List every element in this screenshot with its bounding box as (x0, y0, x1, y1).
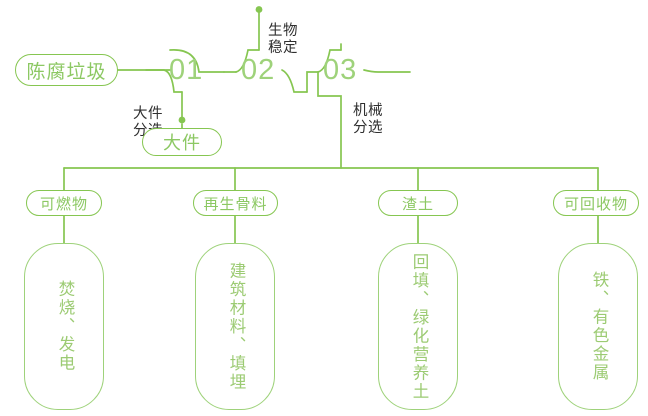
node-dot-bulky (178, 116, 186, 124)
outcome-text-1-label: 焚烧、发电 (55, 280, 74, 373)
outcome-text-3: 回填、绿化营养土 (378, 243, 458, 410)
outcome-text-1: 焚烧、发电 (24, 243, 104, 410)
category-pill-3[interactable]: 渣土 (378, 190, 458, 216)
category-pill-4[interactable]: 可回收物 (553, 190, 639, 216)
stage-number-01-text: 01 (169, 54, 204, 86)
source-node-label: 陈腐垃圾 (26, 61, 107, 83)
category-pill-1-label: 可燃物 (39, 195, 88, 213)
stage-label-bio-stabilization-text: 生物 稳定 (268, 22, 298, 57)
wire-02-to-03 (306, 71, 319, 93)
arc-03-top (317, 49, 342, 73)
outcome-text-3-label: 回填、绿化营养土 (409, 252, 428, 401)
category-pill-4-label: 可回收物 (563, 195, 628, 213)
output-pill-bulky-label: 大件 (163, 133, 201, 153)
stage-number-02-text: 02 (241, 54, 276, 86)
node-dot-bio (255, 6, 263, 13)
stage-label-mechanical-sorting-text: 机械 分选 (353, 102, 383, 137)
outcome-box-3[interactable] (378, 243, 458, 410)
category-pill-2[interactable]: 再生骨料 (193, 190, 278, 216)
outcome-box-1[interactable] (24, 243, 104, 410)
outcome-text-4: 铁、有色金属 (558, 243, 638, 410)
wire-03-down-to-bus (317, 71, 342, 169)
output-pill-bulky[interactable]: 大件 (142, 128, 222, 156)
arc-02-bottom (281, 69, 308, 93)
stage-label-mechanical-sorting: 机械 分选 (353, 85, 383, 138)
outcome-text-2: 建筑材料、填埋 (195, 243, 275, 410)
outcome-box-4[interactable] (558, 243, 638, 410)
wire-03-tail (363, 69, 411, 73)
stage-number-03[interactable]: 03 (323, 56, 357, 85)
arc-01-top (169, 49, 225, 73)
stage-label-bio-stabilization: 生物 稳定 (268, 5, 298, 58)
outcome-text-4-label: 铁、有色金属 (589, 271, 608, 382)
category-pill-3-label: 渣土 (401, 195, 434, 213)
source-node-pill[interactable]: 陈腐垃圾 (15, 54, 118, 86)
stage-number-02[interactable]: 02 (241, 56, 275, 85)
arc-02-top (235, 49, 260, 73)
stage-number-03-text: 03 (323, 54, 358, 86)
category-pill-2-label: 再生骨料 (203, 195, 268, 213)
arc-01-bottom (145, 69, 183, 93)
outcome-text-2-label: 建筑材料、填埋 (226, 261, 245, 392)
outcome-box-2[interactable] (195, 243, 275, 410)
category-pill-1[interactable]: 可燃物 (26, 190, 102, 216)
stage-number-01[interactable]: 01 (169, 56, 203, 85)
